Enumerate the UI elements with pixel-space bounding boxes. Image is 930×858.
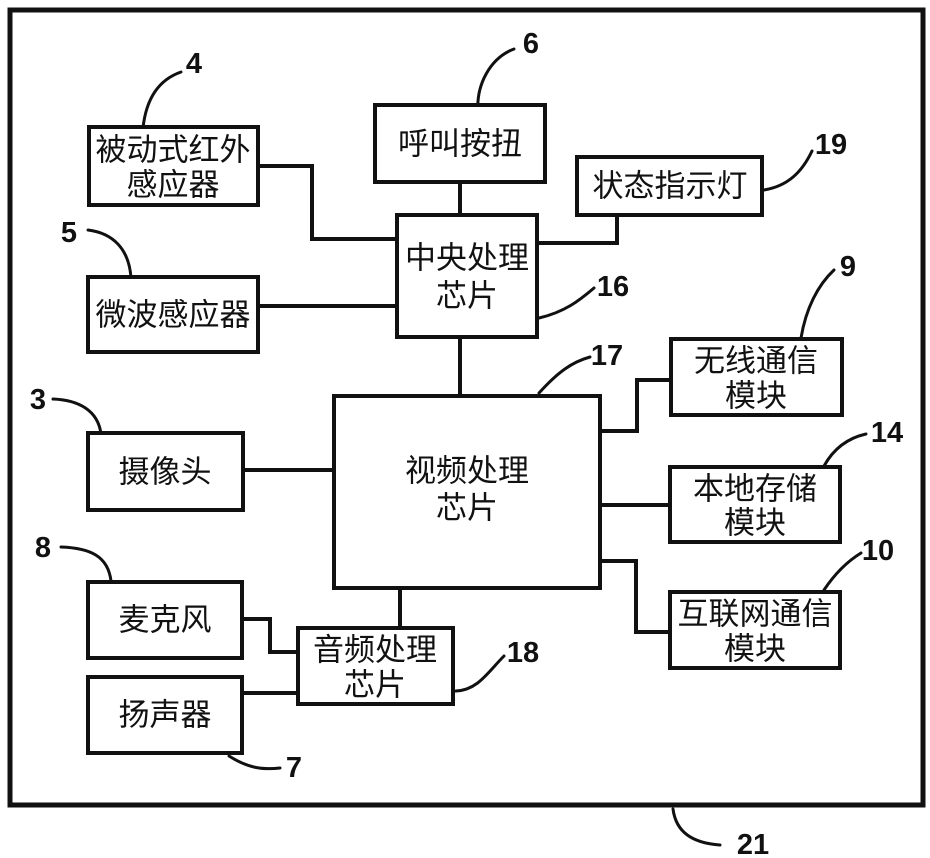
status-led-box [575,155,764,217]
call-button-box [373,103,547,184]
cpu-chip-label-line1: 中央处理 [405,241,529,276]
ref-number-21: 21 [737,829,769,858]
ref-number-5: 5 [61,217,77,249]
local-storage-block: 本地存储 模块 14 [668,417,903,544]
internet-module-block: 互联网通信 模块 10 [668,535,894,670]
ref-number-16: 16 [597,271,629,303]
leader-ref-3 [51,397,103,436]
ref-number-19: 19 [815,129,847,161]
leader-ref-14 [822,432,868,468]
audio-chip-box [296,626,455,706]
ref-number-8: 8 [35,532,51,564]
microphone-block: 麦克风 8 [35,532,244,660]
wireless-module-block: 无线通信 模块 9 [669,251,856,417]
speaker-block: 扬声器 7 [86,675,302,784]
wireless-module-box [669,337,844,417]
leader-ref-10 [822,551,863,592]
pir-sensor-block: 被动式红外 感应器 4 [87,48,260,207]
audio-chip-block: 音频处理 芯片 18 [296,626,539,706]
leader-ref-19 [762,149,814,192]
leader-ref-8 [59,545,113,583]
connector-mic-to-audio [242,617,298,654]
pir-sensor-label-line1: 被动式红外 [96,133,251,168]
ref-number-4: 4 [186,48,202,80]
leader-ref-6 [476,47,516,114]
internet-module-label-line2: 模块 [724,632,786,667]
camera-block: 摄像头 3 [30,384,245,512]
microphone-box [86,580,244,660]
speaker-label: 扬声器 [119,698,212,733]
video-chip-box [332,394,602,590]
microphone-label: 麦克风 [119,603,212,638]
speaker-box [86,675,244,755]
leader-ref-17 [537,355,592,395]
connector-video-to-internet [600,559,670,634]
microwave-sensor-label: 微波感应器 [96,298,251,333]
ref-number-9: 9 [840,251,856,283]
video-chip-block: 视频处理 芯片 17 [332,340,623,590]
call-button-label: 呼叫按扭 [398,127,522,162]
leader-ref-16 [537,286,596,320]
internet-module-label-line1: 互联网通信 [678,597,833,632]
camera-box [86,431,245,512]
ref-number-14: 14 [871,417,903,449]
wireless-module-label-line1: 无线通信 [694,344,818,379]
status-led-label: 状态指示灯 [593,169,748,204]
leader-ref-9 [799,268,836,340]
ref-number-18: 18 [507,637,539,669]
status-led-block: 状态指示灯 19 [575,129,847,217]
ref-number-10: 10 [862,535,894,567]
ref-number-3: 3 [30,384,46,416]
outer-frame-box [7,7,926,808]
connector-statusled-to-cpu [537,215,619,245]
microwave-sensor-block: 微波感应器 5 [61,217,260,354]
leader-ref-4 [141,70,183,130]
local-storage-label-line2: 模块 [724,506,786,541]
camera-label: 摄像头 [119,455,212,490]
video-chip-label-line2: 芯片 [436,491,498,526]
local-storage-box [668,465,842,544]
connector-pir-to-cpu [258,164,397,241]
internet-module-box [668,590,842,670]
local-storage-label-line1: 本地存储 [693,472,817,507]
audio-chip-label-line2: 芯片 [344,668,406,703]
call-button-block: 呼叫按扭 6 [373,28,547,184]
video-chip-label-line1: 视频处理 [405,454,529,489]
ref-number-6: 6 [523,28,539,60]
pir-sensor-label-line2: 感应器 [127,168,220,203]
wireless-module-label-line2: 模块 [725,379,787,414]
leader-ref-7 [227,754,282,771]
cpu-chip-block: 中央处理 芯片 16 [395,213,629,339]
connector-video-to-wireless [600,378,671,433]
ref-number-17: 17 [591,340,623,372]
pir-sensor-box [87,125,260,207]
leader-ref-5 [86,228,133,280]
microwave-sensor-box [86,275,260,354]
leader-ref-21 [671,807,722,847]
cpu-chip-label-line2: 芯片 [436,279,498,314]
audio-chip-label-line1: 音频处理 [313,633,437,668]
leader-ref-18 [454,654,506,693]
cpu-chip-box [395,213,539,339]
ref-number-7: 7 [286,752,302,784]
